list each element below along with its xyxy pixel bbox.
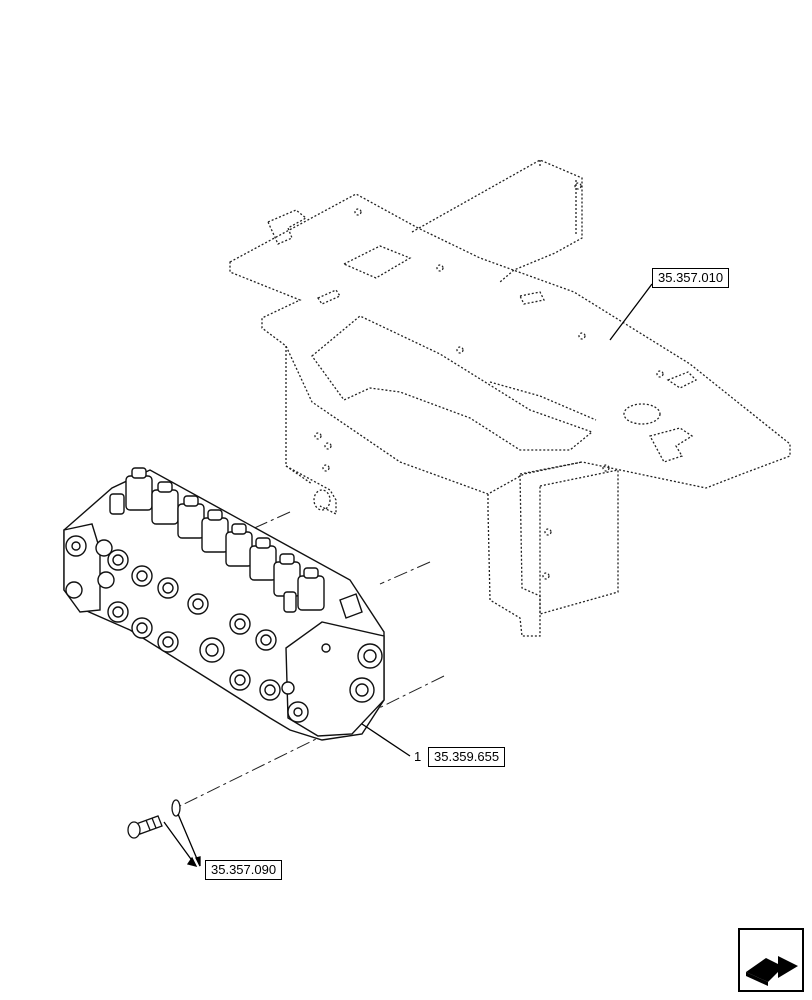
next-page-arrow-icon[interactable] [738,928,804,992]
callout-valve-ref[interactable]: 35.359.655 [428,747,506,767]
callout-bolt-ref[interactable]: 35.357.090 [205,860,283,880]
bolt-and-washer [127,799,181,839]
callout-leader-lines [163,283,653,867]
assembly-centerlines [175,511,445,809]
callout-valve-item-number: 1 [414,749,422,764]
mounting-frame-dotted [229,159,791,637]
valve-section-ports [65,535,281,701]
solenoid-coils [125,467,325,611]
control-valve-assembly [63,467,385,741]
callout-frame-ref[interactable]: 35.357.010 [652,268,730,288]
